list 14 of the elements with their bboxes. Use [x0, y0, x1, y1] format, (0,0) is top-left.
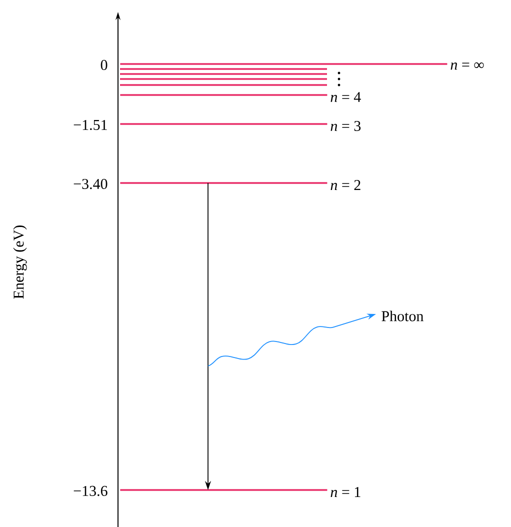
axis-title: Energy (eV) [13, 226, 27, 299]
level-label: n = ∞ [450, 62, 484, 70]
energy-level-line [120, 489, 328, 491]
tick-label: 0 [100, 60, 108, 70]
photon-label: Photon [382, 310, 424, 322]
level-label: n = 3 [330, 120, 361, 132]
level-label: n = 1 [330, 487, 360, 497]
energy-level-line [120, 123, 328, 125]
level-label: n = 4 [330, 92, 361, 102]
energy-level-line [120, 182, 328, 184]
energy-level-line [120, 63, 448, 65]
energy-level-line [120, 94, 328, 96]
level-label: n = 2 [330, 180, 360, 190]
tick-label: −1.51 [74, 120, 107, 130]
